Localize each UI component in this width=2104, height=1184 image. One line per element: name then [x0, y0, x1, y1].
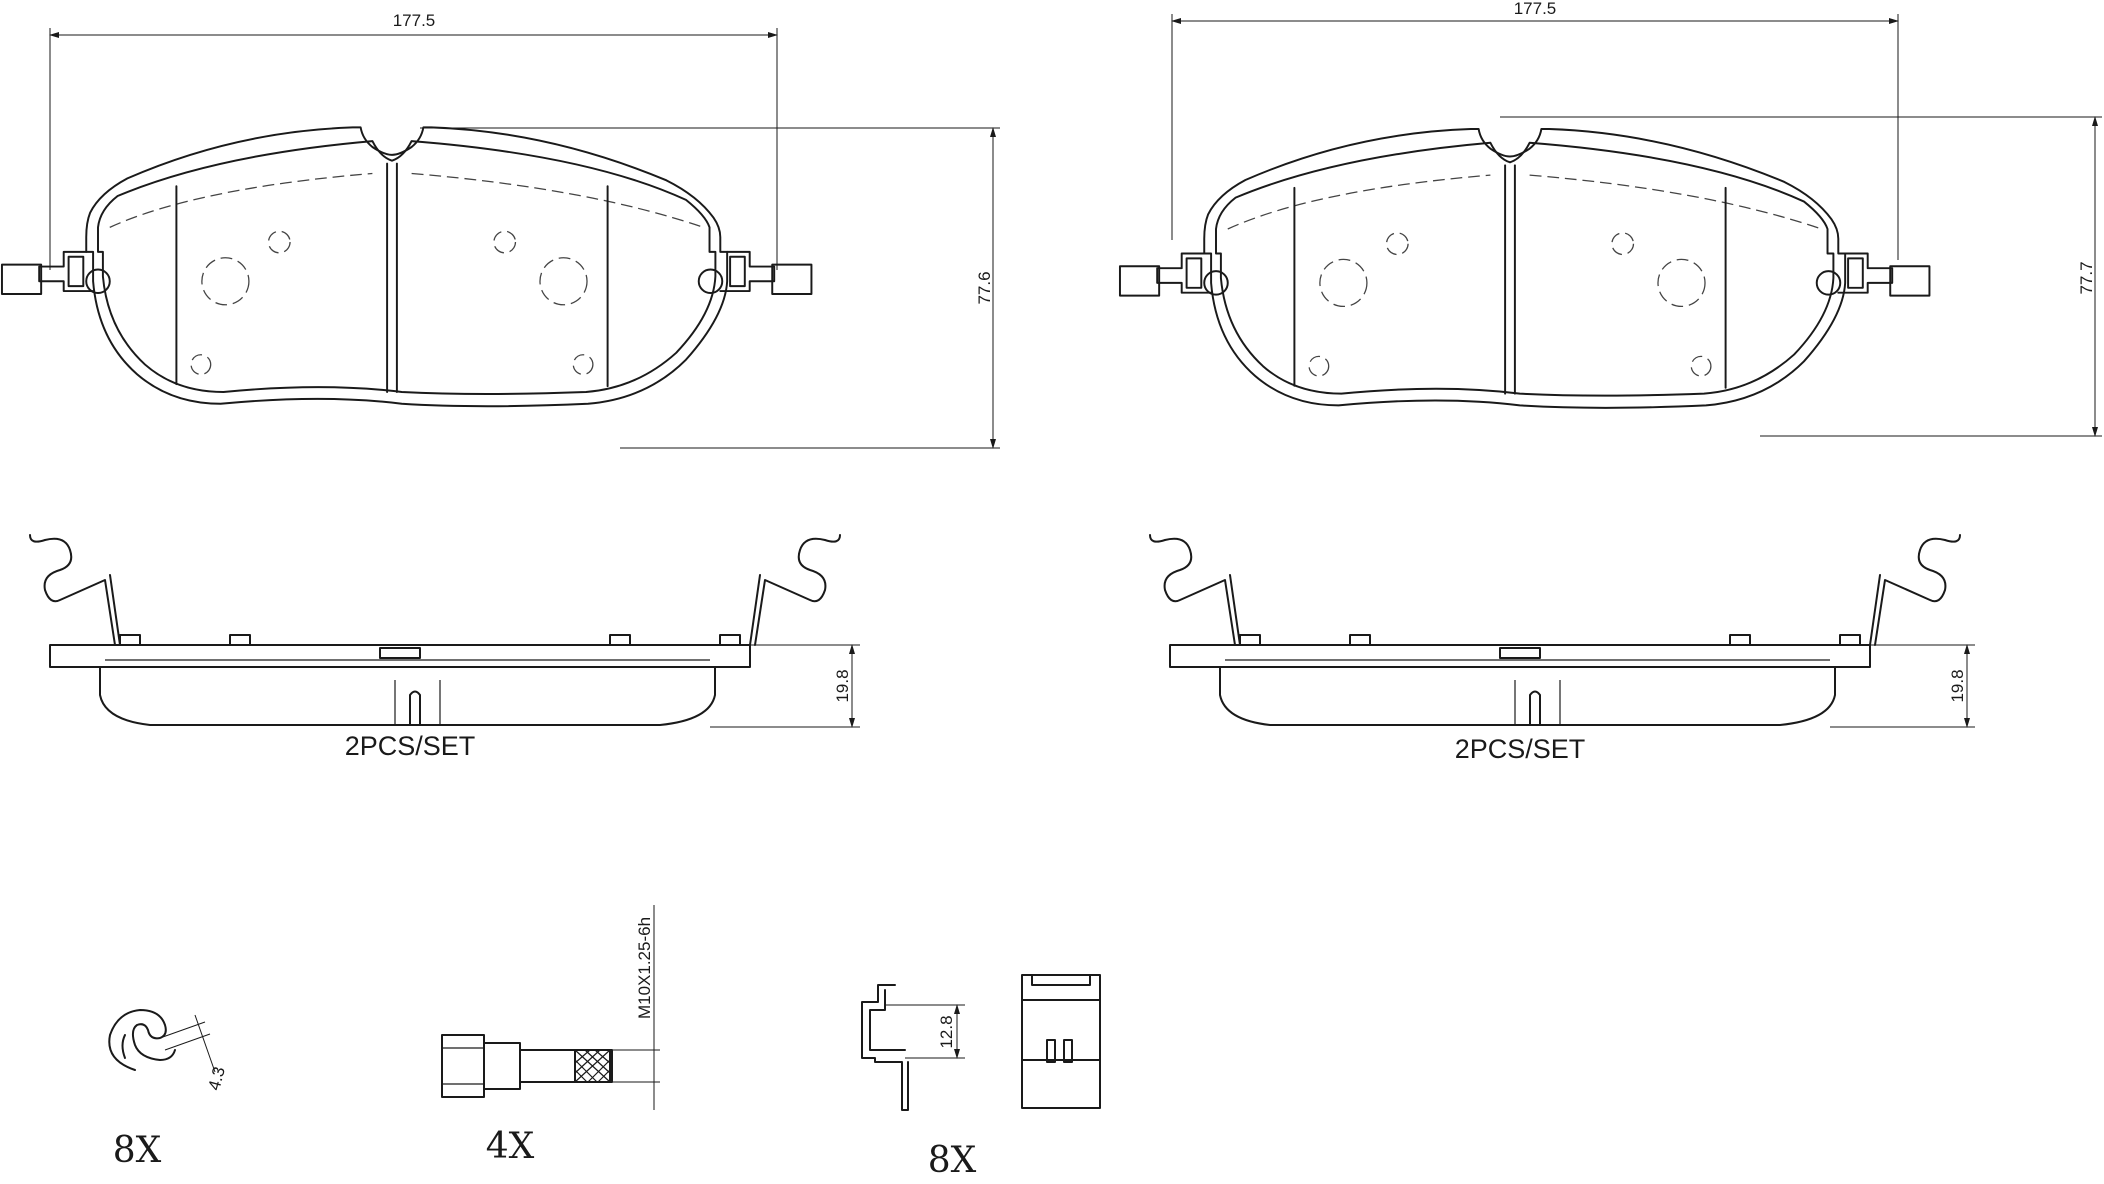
bolt-part: M10X1.25-6h — [441, 905, 660, 1110]
left-thickness-dimension: 19.8 — [650, 644, 860, 728]
left-pad-side-view — [29, 534, 841, 726]
right-width-value: 177.5 — [1514, 0, 1557, 18]
right-height-dimension: 77.7 — [1500, 116, 2102, 437]
clip-quantity: 8X — [113, 1130, 162, 1171]
clip-part: 4.3 — [108, 1009, 229, 1093]
spring-clip-part: 12.8 — [861, 974, 1101, 1111]
right-thickness-value: 19.8 — [1948, 669, 1967, 702]
right-pad-side-view — [1149, 534, 1961, 726]
right-set-label: 2PCS/SET — [1455, 734, 1586, 764]
left-thickness-value: 19.8 — [833, 669, 852, 702]
left-set-label: 2PCS/SET — [345, 731, 476, 761]
bolt-thread-label: M10X1.25-6h — [635, 917, 654, 1019]
right-thickness-dimension: 19.8 — [1770, 644, 1975, 728]
left-width-value: 177.5 — [393, 11, 436, 30]
bolt-quantity: 4X — [486, 1126, 535, 1167]
left-height-value: 77.6 — [975, 271, 994, 304]
left-width-dimension: 177.5 — [49, 11, 778, 270]
spring-clip-dimension: 12.8 — [937, 1015, 956, 1048]
right-width-dimension: 177.5 — [1171, 0, 1899, 260]
spring-clip-quantity: 8X — [928, 1140, 977, 1181]
right-height-value: 77.7 — [2077, 261, 2096, 294]
clip-dimension: 4.3 — [204, 1065, 228, 1093]
left-pad-front-view — [0, 126, 813, 408]
right-pad-front-view — [1118, 128, 1931, 409]
left-height-dimension: 77.6 — [420, 127, 1000, 449]
